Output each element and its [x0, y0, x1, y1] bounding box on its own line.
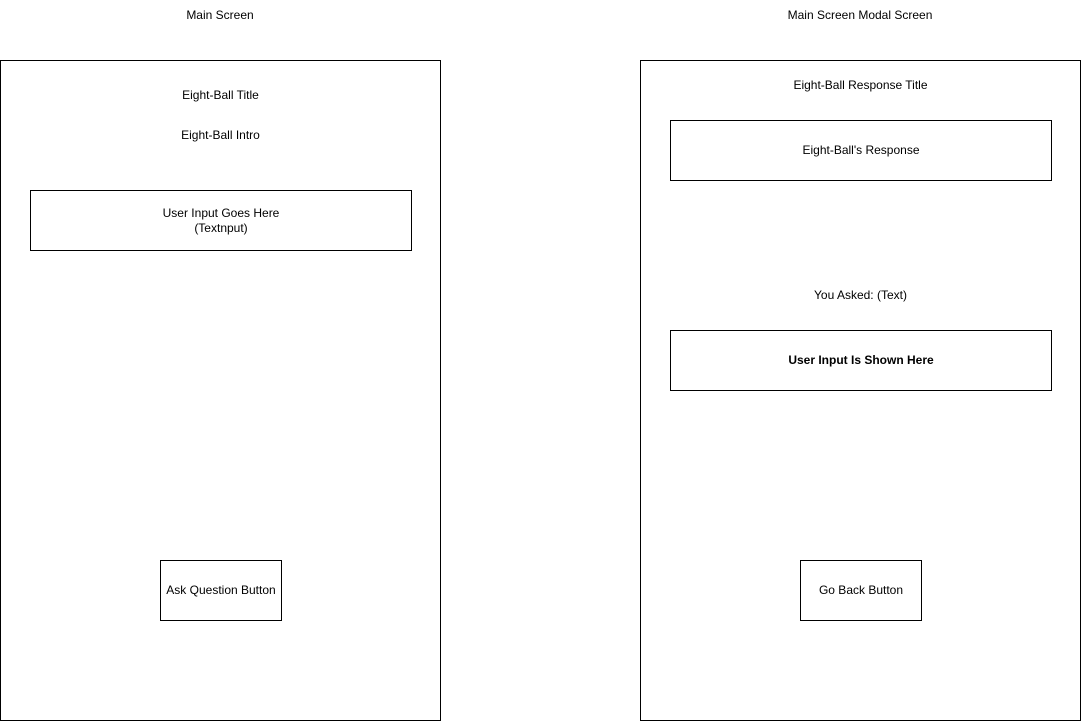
- eight-ball-intro: Eight-Ball Intro: [181, 128, 260, 142]
- main-screen-caption: Main Screen: [186, 8, 254, 22]
- user-input-placeholder: User Input Goes Here: [162, 205, 280, 220]
- user-input-type-note: (Textnput): [194, 220, 248, 235]
- go-back-button[interactable]: Go Back Button: [800, 560, 922, 621]
- eight-ball-response-title: Eight-Ball Response Title: [793, 78, 928, 92]
- modal-screen-frame: Eight-Ball Response Title Eight-Ball's R…: [640, 60, 1081, 721]
- user-input-display: User Input Is Shown Here: [670, 330, 1052, 391]
- main-screen-frame: Eight-Ball Title Eight-Ball Intro User I…: [0, 60, 441, 721]
- eight-ball-title: Eight-Ball Title: [182, 88, 259, 102]
- eight-ball-response-box: Eight-Ball's Response: [670, 120, 1052, 181]
- ask-question-button[interactable]: Ask Question Button: [160, 560, 282, 621]
- modal-screen-caption: Main Screen Modal Screen: [787, 8, 933, 22]
- you-asked-label: You Asked: (Text): [814, 288, 907, 302]
- user-question-input[interactable]: User Input Goes Here (Textnput): [30, 190, 412, 251]
